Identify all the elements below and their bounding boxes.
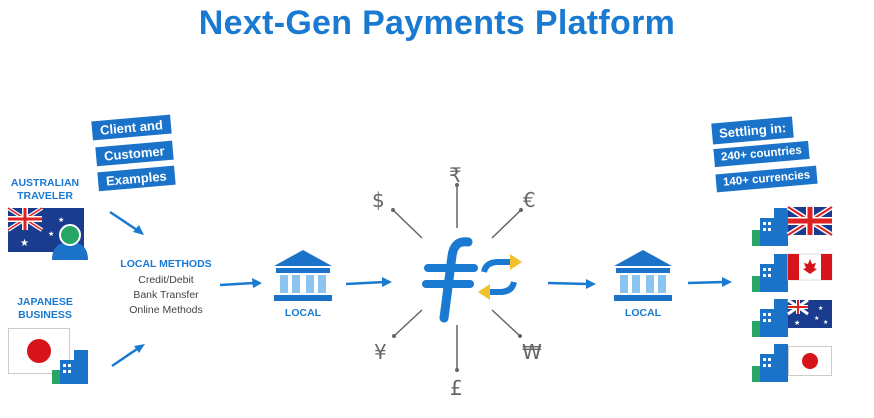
client-banner-line: Examples — [97, 165, 176, 192]
local-method-item: Online Methods — [129, 304, 203, 316]
office-building-icon — [752, 254, 788, 292]
bank-left-label: LOCAL — [284, 307, 322, 319]
arrow-icon — [345, 277, 392, 287]
person-icon — [52, 224, 88, 260]
bank-icon — [274, 250, 332, 301]
currency-dollar: $ — [372, 188, 385, 212]
office-building-icon — [52, 350, 88, 384]
svg-text:★: ★ — [818, 305, 823, 312]
local-method-item: Credit/Debit — [138, 274, 194, 286]
client-banner-line: Client and — [91, 114, 172, 141]
office-building-icon — [752, 299, 788, 337]
svg-text:★: ★ — [794, 319, 800, 327]
currency-won: ₩ — [522, 340, 542, 364]
arrow-icon — [547, 279, 596, 289]
settling-banner-line: 140+ currencies — [715, 165, 818, 193]
uk-flag-icon — [786, 204, 834, 238]
svg-text:★: ★ — [814, 315, 819, 322]
local-methods: LOCAL METHODS Credit/Debit Bank Transfer… — [116, 258, 216, 318]
settling-banner-line: Settling in: — [711, 116, 794, 145]
arrow-icon — [687, 277, 732, 287]
fx-logo-icon — [422, 237, 522, 323]
svg-text:★: ★ — [58, 216, 64, 224]
japan-flag-icon — [788, 346, 832, 376]
currency-euro: € — [523, 188, 536, 212]
australia-flag-icon: ★ ★ ★ ★ — [787, 298, 832, 328]
currency-yen: ¥ — [374, 340, 387, 364]
arrow-icon — [111, 344, 145, 368]
australian-traveler-label: AUSTRALIAN TRAVELER — [10, 177, 80, 202]
office-building-icon — [752, 344, 788, 382]
svg-text:★: ★ — [48, 230, 54, 238]
japan-flag-icon — [8, 328, 70, 374]
local-methods-heading: LOCAL METHODS — [120, 258, 212, 270]
bank-right-label: LOCAL — [624, 307, 662, 319]
local-method-item: Bank Transfer — [133, 289, 199, 301]
client-examples-banner: Examples — [97, 165, 176, 192]
currency-spokes — [391, 183, 523, 372]
japanese-business-label: JAPANESE BUSINESS — [17, 296, 73, 321]
svg-text:★: ★ — [823, 319, 828, 326]
arrow-icon — [109, 210, 144, 235]
currency-rupee: ₹ — [449, 163, 462, 187]
office-building-icon — [752, 208, 788, 246]
svg-text:★: ★ — [20, 238, 29, 249]
settling-banner: 140+ currencies — [715, 165, 818, 193]
client-banner-line: Customer — [95, 140, 174, 167]
settling-banner-line: 240+ countries — [713, 140, 810, 168]
currency-pound: £ — [450, 376, 463, 400]
arrow-icon — [219, 278, 262, 288]
page-title: Next-Gen Payments Platform — [198, 4, 676, 42]
canada-flag-icon — [787, 253, 833, 281]
settling-banner: 240+ countries — [713, 140, 810, 168]
settling-banner: Settling in: — [711, 116, 794, 145]
client-examples-banner: Customer — [95, 140, 174, 167]
bank-icon — [614, 250, 672, 301]
client-examples-banner: Client and — [91, 114, 172, 141]
